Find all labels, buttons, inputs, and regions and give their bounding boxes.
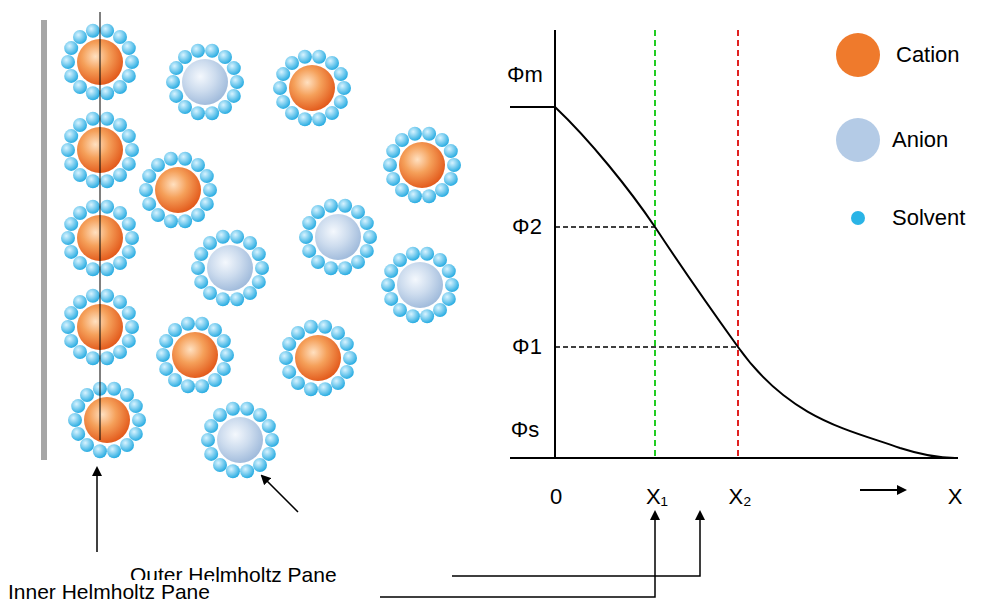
- axis-value: Φm: [507, 62, 543, 87]
- legend-swatch: [836, 118, 880, 162]
- axis-value: Φ1: [512, 334, 542, 359]
- solvated-ions: [61, 24, 461, 478]
- legend-swatch: [836, 33, 880, 77]
- legend-text: Anion: [892, 127, 948, 152]
- plane-label: Inner Helmholtz Pane: [6, 580, 212, 604]
- legend-text: Cation: [896, 42, 960, 67]
- potential-graph: [510, 30, 958, 490]
- tick-label: X₂: [728, 484, 751, 509]
- axis-title: X: [948, 484, 963, 509]
- tick-label: 0: [550, 484, 562, 509]
- legend-text: Solvent: [892, 205, 965, 230]
- tick-label: X₁: [646, 484, 668, 509]
- ihp-line: [100, 12, 101, 440]
- legend-swatch: [851, 211, 865, 225]
- axis-value: Φ2: [512, 214, 542, 239]
- leader-lines: [97, 468, 700, 597]
- electrode: [41, 20, 47, 460]
- axis-value: Φs: [511, 417, 540, 442]
